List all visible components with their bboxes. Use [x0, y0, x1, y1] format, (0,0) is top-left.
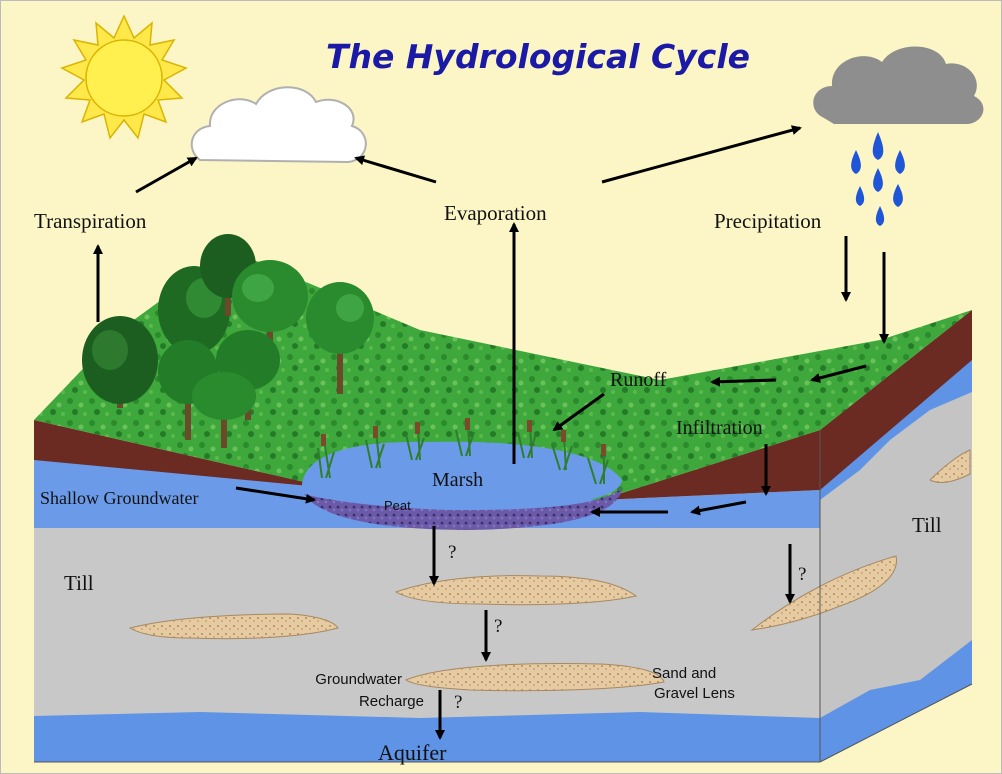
cattail-icon: [317, 434, 335, 479]
raindrop-icon: [873, 168, 883, 192]
trees: [82, 234, 374, 448]
raindrop-icon: [872, 132, 884, 160]
cattail-icon: [517, 420, 537, 459]
cattail-icon: [551, 430, 573, 471]
raindrop-icon: [851, 150, 861, 174]
flow-arrows: [93, 125, 889, 740]
tree-icon: [192, 372, 256, 448]
raindrop-icon: [855, 186, 865, 206]
runoff-arrow-2: [710, 376, 777, 387]
infiltration-side-arrow: [690, 500, 747, 516]
label-precipitation: Precipitation: [714, 209, 822, 233]
aquifer-layer: [34, 712, 820, 762]
question-mark-2: ?: [494, 616, 502, 637]
label-till-left: Till: [64, 571, 94, 595]
label-till-right: Till: [912, 513, 942, 537]
till-layer-front: [34, 520, 820, 760]
label-peat: Peat: [384, 498, 411, 513]
raindrop-icon: [895, 150, 905, 174]
raindrop-icon: [893, 184, 903, 207]
tree-icon: [306, 282, 374, 394]
label-groundwater-recharge-line2: Recharge: [359, 693, 424, 710]
diagram-title: The Hydrological Cycle: [326, 37, 750, 76]
marsh-water: [301, 441, 622, 509]
label-sand-gravel-line1: Sand and: [652, 665, 716, 682]
transpiration-to-cloud-arrow: [135, 156, 198, 194]
runoff-to-marsh-arrow: [552, 392, 605, 432]
soil-layer-side: [820, 310, 972, 490]
label-evaporation: Evaporation: [444, 201, 547, 225]
cattails: [317, 418, 609, 485]
label-runoff: Runoff: [610, 369, 667, 391]
rain-cloud-icon: [813, 46, 984, 124]
question-mark-3: ?: [454, 692, 462, 713]
label-aquifer: Aquifer: [378, 740, 447, 765]
shallow-groundwater-arrow: [235, 486, 316, 504]
cattail-icon: [405, 422, 425, 461]
tree-icon: [82, 316, 158, 408]
white-cloud-icon: [190, 86, 367, 164]
shallow-water-side: [820, 358, 972, 500]
sun-icon: [60, 14, 188, 140]
aquifer-layer-side: [820, 640, 972, 762]
cattail-icon: [455, 418, 475, 457]
peat-layer: [304, 488, 622, 530]
raindrop-icon: [875, 206, 885, 226]
label-sand-gravel-line2: Gravel Lens: [654, 685, 735, 702]
label-infiltration: Infiltration: [676, 417, 763, 439]
question-mark-4: ?: [798, 564, 806, 585]
raindrops: [851, 132, 905, 226]
question-mark-1: ?: [448, 542, 456, 563]
evaporation-to-rain-cloud-arrow: [601, 125, 802, 184]
cattail-icon: [587, 444, 609, 485]
label-marsh: Marsh: [432, 469, 483, 491]
label-shallow-groundwater: Shallow Groundwater: [40, 488, 198, 508]
runoff-arrow-1: [810, 364, 867, 383]
sand-gravel-lenses: [128, 449, 971, 692]
cattail-icon: [365, 426, 385, 469]
label-transpiration: Transpiration: [34, 209, 147, 233]
block-edges: [34, 430, 973, 763]
evaporation-to-cloud-arrow: [354, 155, 437, 184]
label-groundwater-recharge-line1: Groundwater: [315, 671, 402, 688]
